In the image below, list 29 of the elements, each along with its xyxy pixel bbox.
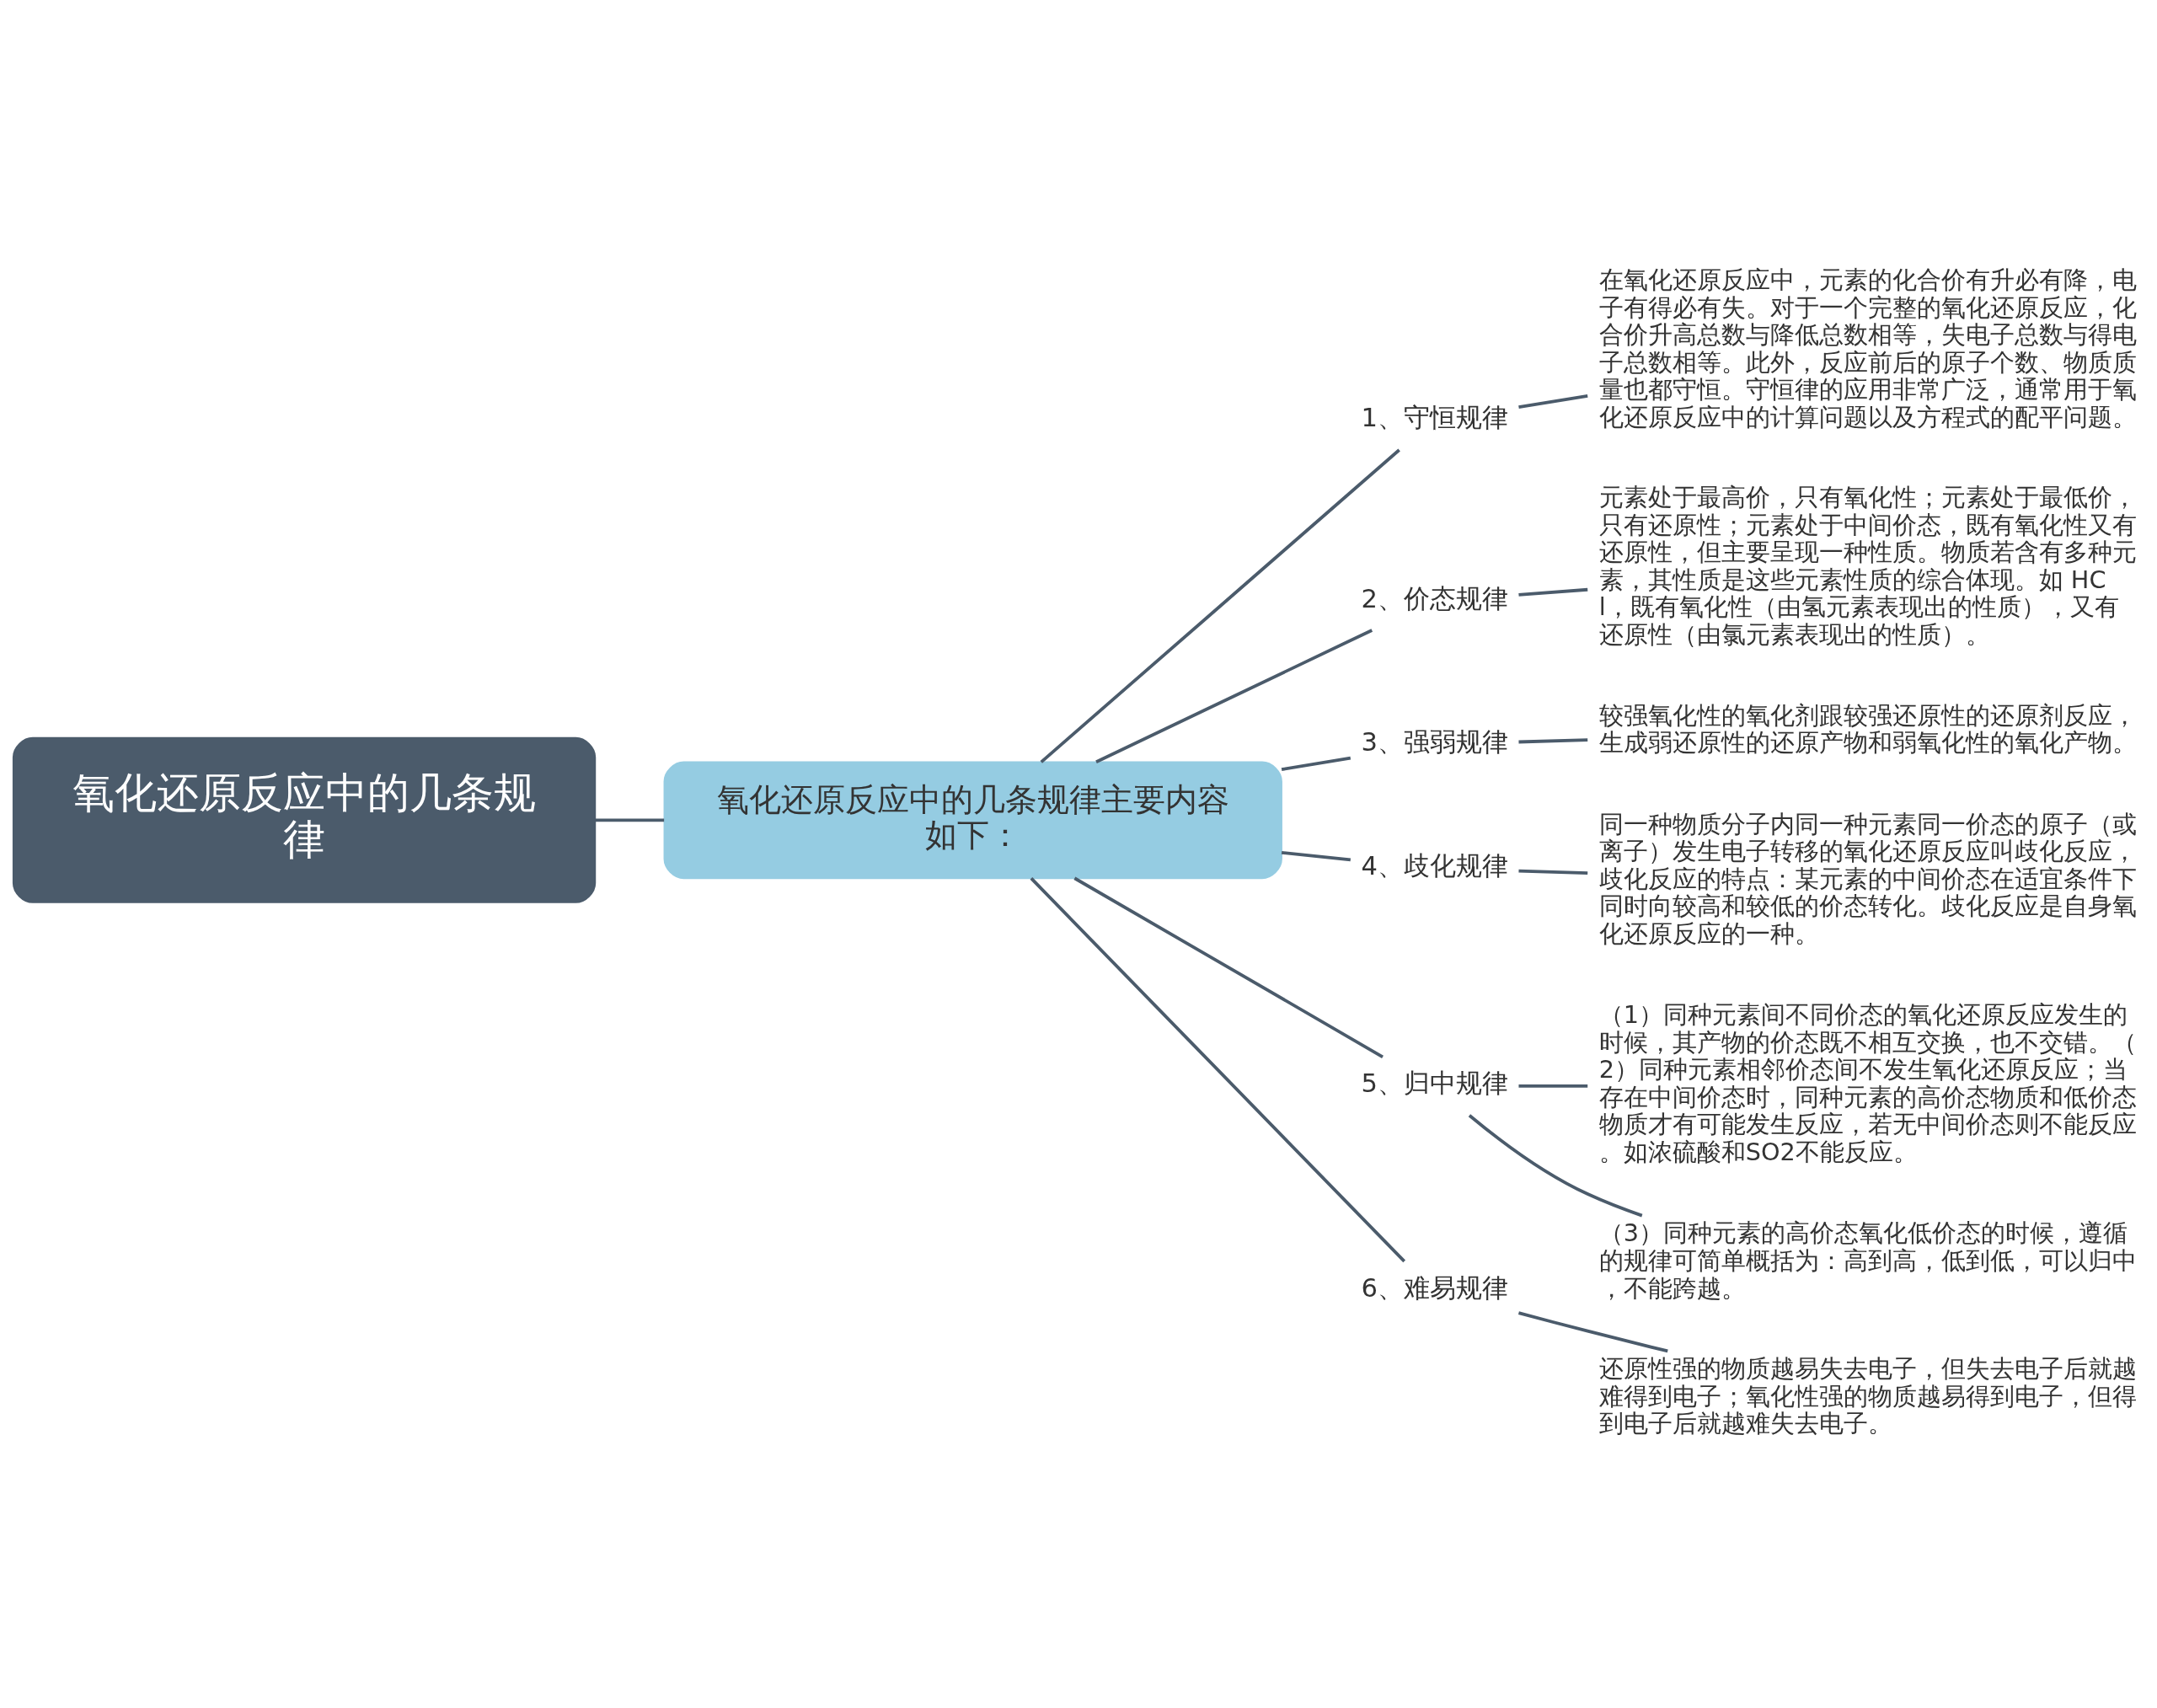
connector [1468, 1113, 1643, 1217]
connector [1095, 628, 1373, 763]
node-text: 2、价态规律 [1361, 583, 1508, 613]
connector [1518, 587, 1588, 597]
node-box: 氧化还原反应中的几条规律 [12, 736, 597, 903]
node-text: 4、歧化规律 [1361, 850, 1508, 881]
node-text: 较强氧化性的氧化剂跟较强还原性的还原剂反应，生成弱还原性的还原产物和弱氧化性的氧化产物。 [1598, 700, 2137, 757]
connector [1517, 1310, 1668, 1352]
node-text: 还原性强的物质越易失去电子，但失去电子后就越难得到电子；氧化性强的物质越易得到电子，但得到电子后就越难失去电子。 [1598, 1353, 2137, 1438]
connector [1030, 876, 1406, 1262]
connector [1518, 869, 1588, 875]
connector [1040, 448, 1400, 763]
connector [1073, 876, 1384, 1058]
node-text: 6、难易规律 [1361, 1272, 1508, 1303]
node-text: 1、守恒规律 [1361, 402, 1508, 432]
node-text: （1）同种元素间不同价态的氧化还原反应发生的时候，其产物的价态既不相互交换，也不交错。（2）同种元素相邻价态间不发生氧化还原反应；当存在中间价态时，同种元素的高价态物质和低价态物质才有可能发生反应，若无中间价态则不能反应。如浓硫酸和SO2不能反应。 [1598, 999, 2137, 1166]
connector [1518, 1084, 1588, 1088]
node-text: 元素处于最高价，只有氧化性；元素处于最低价，只有还原性；元素处于中间价态，既有氧化性又有还原性，但主要呈现一种性质。物质若含有多种元素，其性质是这些元素性质的综合体现。如 HCl，既有氧化性（由氢元素表现出的性质），又有还原性（由氯元素表现出的性质）。 [1598, 482, 2137, 649]
node-box: 氧化还原反应中的几条规律主要内容如下： [663, 761, 1282, 879]
connector [1281, 756, 1351, 771]
connector [1281, 850, 1351, 861]
connector [1518, 394, 1588, 409]
node-text: 在氧化还原反应中，元素的化合价有升必有降，电子有得必有失。对于一个完整的氧化还原反应，化合价升高总数与降低总数相等，失电子总数与得电子总数相等。此外，反应前后的原子个数、物质质量也都守恒。守恒律的应用非常广泛，通常用于氧化还原反应中的计算问题以及方程式的配平问题。 [1598, 265, 2137, 431]
node-text: （3）同种元素的高价态氧化低价态的时候，遵循的规律可简单概括为：高到高，低到低，可以归中，不能跨越。 [1598, 1218, 2137, 1302]
connector [1518, 737, 1588, 743]
node-text: 3、强弱规律 [1361, 726, 1508, 757]
node-text: 同一种物质分子内同一种元素同一价态的原子（或离子）发生电子转移的氧化还原反应叫歧化反应，歧化反应的特点：某元素的中间价态在适宜条件下同时向较高和较低的价态转化。歧化反应是自身氧化还原反应的一种。 [1598, 809, 2137, 948]
connector [595, 817, 665, 822]
node-text: 5、归中规律 [1361, 1068, 1508, 1098]
